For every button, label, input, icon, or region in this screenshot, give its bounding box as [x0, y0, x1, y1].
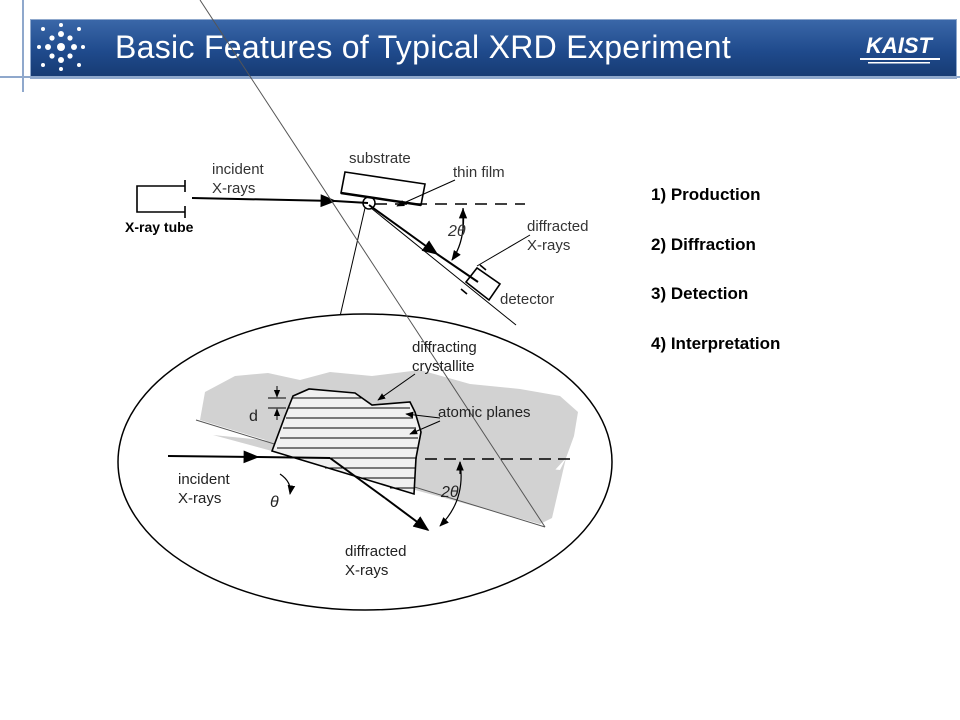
step-diffraction: 2) Diffraction: [651, 234, 756, 254]
magnified-view: d diffracting crystallite atomic planes …: [117, 0, 613, 611]
diffracting-label: diffracting: [412, 339, 477, 356]
svg-text:KAIST: KAIST: [866, 33, 934, 58]
atomic-planes-leader-1: [405, 411, 441, 419]
title-bar: [30, 19, 957, 79]
slide-title: Basic Features of Typical XRD Experiment: [115, 29, 732, 65]
step-production: 1) Production: [651, 185, 761, 204]
step-detection: 3) Detection: [651, 284, 749, 303]
diffracted-leader: [476, 234, 531, 267]
thin-film-label: thin film: [453, 164, 505, 181]
dots-logo-icon: [37, 23, 85, 71]
ellipse-incident-xrays-label: X-rays: [178, 490, 221, 507]
diffracted-beam-tail: [436, 253, 479, 283]
xray-tube-icon: [136, 180, 186, 218]
kaist-logo: KAIST: [860, 33, 940, 64]
step-interpretation: 4) Interpretation: [651, 333, 781, 353]
ellipse-two-theta-label: 2θ: [440, 484, 459, 501]
ellipse-incident-label: incident: [178, 471, 231, 488]
substrate-label: substrate: [349, 150, 411, 167]
ellipse-incident-beam: [167, 450, 260, 464]
thin-film-leader: [396, 179, 456, 207]
ellipse-diffracted-label: diffracted: [345, 543, 406, 560]
d-spacing-label: d: [249, 408, 258, 425]
zoom-connector-left: [337, 207, 366, 326]
incident-label: incident: [212, 161, 265, 178]
detector-label: detector: [500, 291, 554, 308]
zoom-connector-right: [370, 207, 517, 326]
atomic-planes-leader-2: [409, 420, 441, 435]
diffracted-label: diffracted: [527, 218, 588, 235]
atomic-planes-label: atomic planes: [438, 404, 531, 421]
incident-xrays-label: X-rays: [212, 180, 255, 197]
xray-tube-label: X-ray tube: [125, 219, 194, 235]
steps-list: 1) Production 2) Diffraction 3) Detectio…: [651, 182, 780, 380]
sample-center-icon: [362, 196, 376, 210]
crystallite-label: crystallite: [412, 358, 475, 375]
incident-beam-arrow: [191, 194, 337, 208]
decorative-vertical-line: [22, 0, 24, 92]
diffracted-beam-arrow: [368, 204, 439, 255]
theta-label: θ: [270, 494, 279, 511]
crystallite-leader: [377, 373, 416, 401]
ellipse-diffracted-beam: [329, 457, 386, 499]
two-theta-label: 2θ: [447, 223, 466, 240]
substrate-icon: [340, 171, 426, 207]
detector-icon: [460, 264, 502, 302]
decorative-horizontal-line: [0, 76, 960, 78]
diffracted-xrays-label: X-rays: [527, 237, 570, 254]
ellipse-diffracted-xrays-label: X-rays: [345, 562, 388, 579]
